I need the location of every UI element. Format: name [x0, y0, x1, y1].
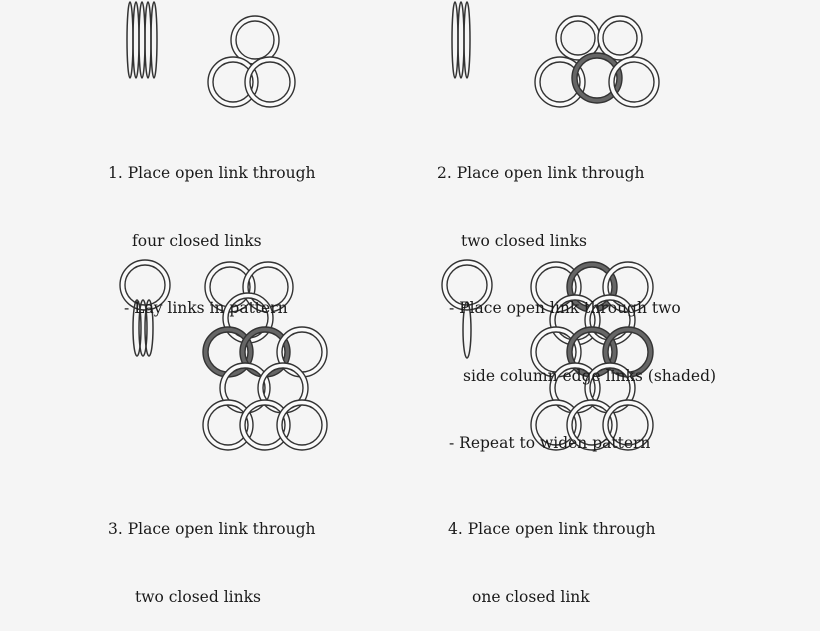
step-3-line: two closed links	[135, 587, 261, 606]
link-coil	[138, 1, 146, 79]
open-ring	[441, 259, 493, 311]
ring	[244, 56, 296, 108]
step-1-text: 1. Place open link through four closed l…	[108, 117, 316, 342]
link-coil	[132, 1, 140, 79]
step-3-line: 3. Place open link through	[108, 520, 316, 538]
ring	[602, 399, 654, 451]
ring	[566, 399, 618, 451]
link-coil	[132, 299, 142, 357]
link-coil	[451, 1, 459, 79]
step-2-line: - Repeat to widen pattern	[449, 434, 651, 452]
ring	[207, 56, 259, 108]
step-2-line: two closed links	[461, 231, 587, 250]
step-2-line: side column edge links (shaded)	[463, 366, 717, 385]
step-2-text: 2. Place open link through two closed li…	[437, 117, 716, 477]
single-link	[462, 301, 472, 359]
ring	[239, 399, 291, 451]
step-4-line: one closed link	[472, 587, 590, 606]
link-coil	[457, 1, 465, 79]
chainmail-diagram	[119, 1, 660, 451]
link-coil	[138, 299, 148, 357]
step-1-line: 1. Place open link through	[108, 164, 316, 182]
ring	[608, 56, 660, 108]
step-1-line: four closed links	[132, 231, 262, 250]
step-3-text: 3. Place open link through two closed li…	[108, 473, 316, 631]
step-4-text: 4. Place open link through one closed li…	[448, 473, 656, 631]
ring	[530, 399, 582, 451]
step-4-line: 4. Place open link through	[448, 520, 656, 538]
shaded-ring	[571, 52, 623, 104]
step-2-line: 2. Place open link through	[437, 164, 645, 182]
link-coil	[463, 1, 471, 79]
step-2-line: - Place open link through two	[449, 299, 681, 317]
link-coil	[126, 1, 134, 79]
link-coil	[144, 299, 154, 357]
ring	[597, 15, 643, 61]
link-coil	[150, 1, 158, 79]
step-1-line: - Lay links in pattern	[124, 299, 288, 317]
link-coil	[144, 1, 152, 79]
ring	[202, 399, 254, 451]
ring	[276, 399, 328, 451]
ring	[534, 56, 586, 108]
